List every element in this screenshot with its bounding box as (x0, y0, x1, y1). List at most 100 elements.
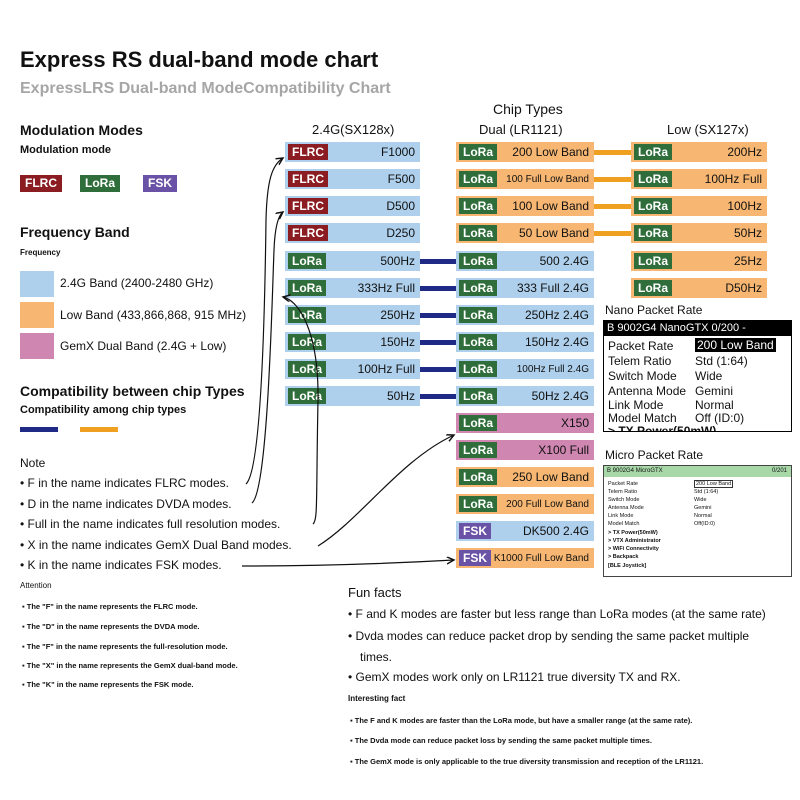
attention-item: ▪ The "X" in the name represents the Gem… (22, 661, 238, 670)
note-item: • K in the name indicates FSK modes. (20, 558, 222, 572)
frequency-band-subtitle: Frequency (20, 248, 61, 257)
orange-connector (594, 204, 631, 209)
micro-screen-header: B 9002G4 MicroGTX 0/201 (604, 466, 791, 477)
interesting-fact-item: ▪ The Dvda mode can reduce packet loss b… (350, 736, 652, 745)
nano-row-value: Normal (695, 398, 734, 412)
nano-screen: B 9002G4 NanoGTX 0/200 - Packet Rate 200… (603, 320, 792, 432)
attention-item: ▪ The "F" in the name represents the ful… (22, 642, 228, 651)
modulation-modes-subtitle: Modulation mode (20, 144, 112, 156)
fsk-badge: FSK (143, 175, 177, 192)
blue-connector (420, 259, 456, 264)
note-item: • F in the name indicates FLRC modes. (20, 476, 229, 490)
fun-fact-item: • Dvda modes can reduce packet drop by s… (348, 629, 750, 643)
micro-menu-item: > TX Power(50mW) (608, 530, 658, 536)
frequency-band-title: Frequency Band (20, 224, 130, 240)
nano-row-value: Wide (695, 369, 723, 383)
compatibility-title: Compatibility between chip Types (20, 383, 245, 399)
page-title: Express RS dual-band mode chart (20, 47, 379, 72)
column-header-24g: 2.4G(SX128x) (312, 122, 395, 137)
interesting-fact-item: ▪ The GemX mode is only applicable to th… (350, 757, 704, 766)
band-label-24g: 2.4G Band (2400-2480 GHz) (60, 276, 214, 290)
micro-row-label: Telem Ratio (608, 489, 638, 495)
micro-row-value: Off(ID:0) (694, 521, 715, 527)
nano-tx-power: > TX Power(50mW) (608, 424, 717, 432)
orange-connector (594, 150, 631, 155)
nano-row-label: Antenna Mode (608, 384, 687, 398)
micro-row-value: Wide (694, 497, 707, 503)
micro-row-label: Switch Mode (608, 497, 640, 503)
micro-screen: B 9002G4 MicroGTX 0/201 Packet Rate 200 … (603, 465, 792, 577)
micro-row-value: Normal (694, 513, 712, 519)
compat-bar-blue (20, 427, 58, 432)
blue-connector (420, 313, 456, 318)
note-item: • Full in the name indicates full resolu… (20, 517, 281, 531)
column-header-low: Low (SX127x) (667, 122, 749, 137)
page-subtitle: ExpressLRS Dual-band ModeCompatibility C… (20, 80, 391, 97)
note-heading: Note (20, 456, 46, 470)
micro-row-label: Link Mode (608, 513, 634, 519)
micro-menu-item: [BLE Joystick] (608, 563, 647, 569)
blue-connector (420, 367, 456, 372)
micro-row-value: Std (1:64) (694, 489, 719, 495)
attention-item: ▪ The "F" in the name represents the FLR… (22, 602, 198, 611)
fun-fact-item: times. (360, 650, 393, 664)
blue-connector (420, 286, 456, 291)
chip-types-heading: Chip Types (493, 101, 563, 117)
band-label-low: Low Band (433,866,868, 915 MHz) (60, 308, 247, 322)
band-label-gemx: GemX Dual Band (2.4G + Low) (60, 339, 227, 353)
nano-row-value: Std (1:64) (695, 354, 748, 368)
nano-row-label: Packet Rate (608, 339, 674, 353)
micro-menu-item: > VTX Administrator (608, 538, 661, 544)
nano-row-value-selected: 200 Low Band (695, 338, 776, 352)
nano-row-value: Gemini (695, 384, 734, 398)
micro-menu-item: > WiFi Connectivity (608, 546, 659, 552)
modulation-modes-title: Modulation Modes (20, 122, 143, 138)
nano-screen-header: B 9002G4 NanoGTX 0/200 - (604, 321, 791, 336)
note-item: • X in the name indicates GemX Dual Band… (20, 538, 292, 552)
nano-row-label: Link Mode (608, 398, 664, 412)
micro-row-label: Packet Rate (608, 481, 638, 487)
micro-row-label: Antenna Mode (608, 505, 644, 511)
attention-heading: Attention (20, 581, 52, 590)
blue-connector (420, 340, 456, 345)
band-swatch-24g (20, 271, 54, 297)
compat-bar-orange (80, 427, 118, 432)
nano-row-value: Off (ID:0) (695, 411, 745, 425)
fun-fact-item: • F and K modes are faster but less rang… (348, 607, 766, 621)
attention-item: ▪ The "K" in the name represents the FSK… (22, 680, 194, 689)
flrc-badge: FLRC (20, 175, 62, 192)
micro-row-label: Model Match (608, 521, 640, 527)
interesting-fact-item: ▪ The F and K modes are faster than the … (350, 716, 693, 725)
orange-connector (594, 177, 631, 182)
band-swatch-gemx (20, 333, 54, 359)
micro-menu-item: > Backpack (608, 554, 639, 560)
column-header-dual: Dual (LR1121) (479, 122, 563, 137)
